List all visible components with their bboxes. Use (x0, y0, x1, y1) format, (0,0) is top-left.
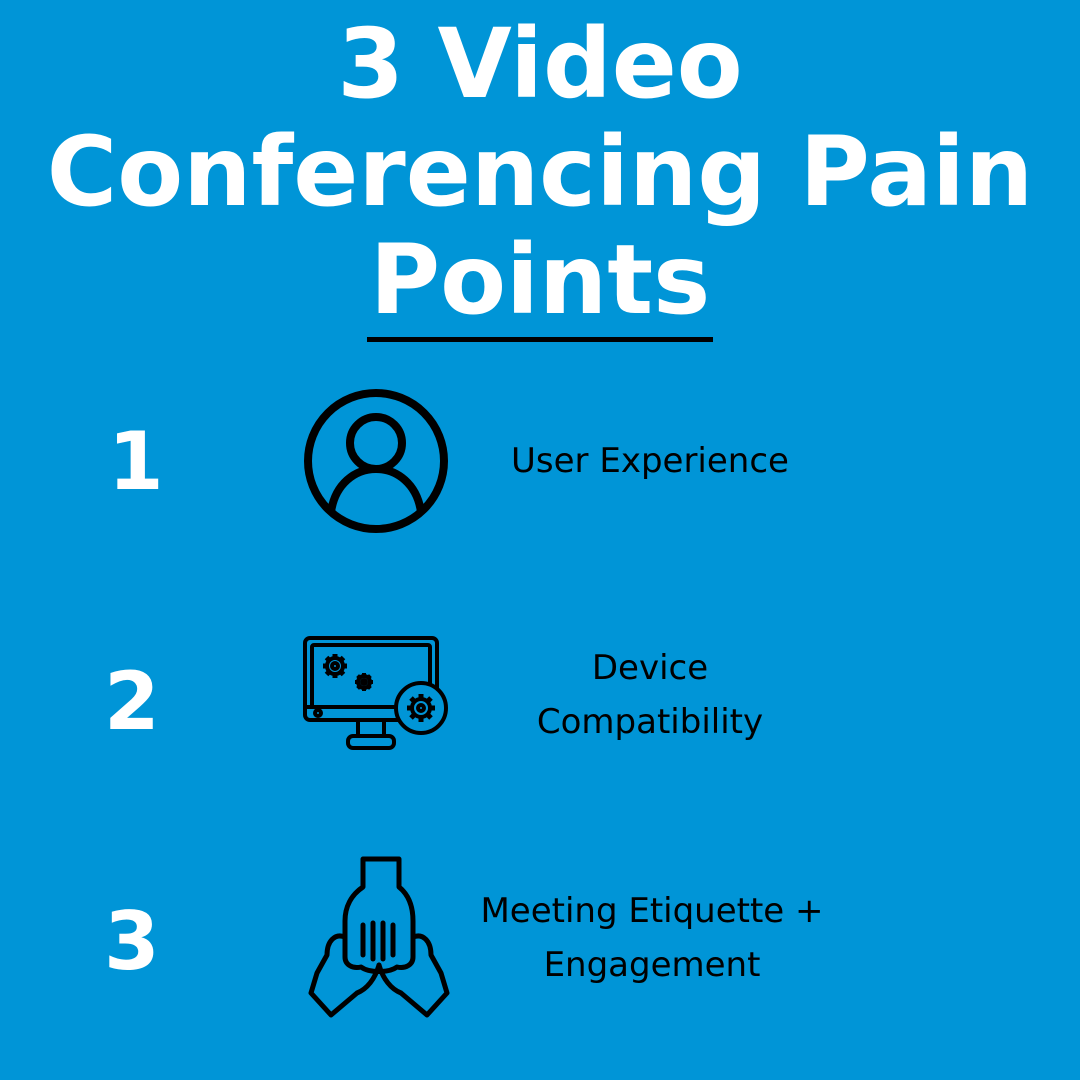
title-underline (367, 337, 713, 342)
item-label-2: Device Compatibility (536, 648, 764, 742)
stacked-hands-icon (305, 855, 453, 1025)
title-line-3: Points (369, 224, 711, 336)
title-line-2: Conferencing Pain (46, 116, 1034, 228)
user-circle-icon (303, 388, 449, 538)
item-number-3: 3 (104, 895, 160, 988)
monitor-gears-icon (303, 636, 451, 758)
item-label-3: Meeting Etiquette + Engagement (480, 891, 824, 985)
item-label-1: User Experience (511, 441, 789, 481)
item-number-2: 2 (104, 655, 160, 748)
page-title: 3 Video Conferencing Pain Points (0, 10, 1080, 334)
title-line-1: 3 Video (337, 8, 743, 120)
item-number-1: 1 (108, 415, 164, 508)
